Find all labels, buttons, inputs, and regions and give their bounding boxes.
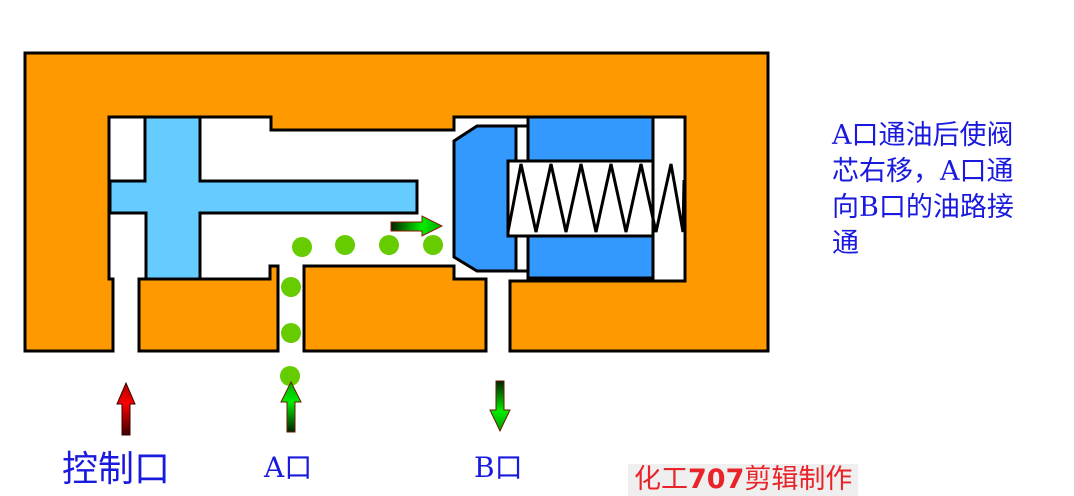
valve-body (23, 51, 770, 353)
oil-flow-dots (280, 235, 443, 386)
description-line: 通 (832, 228, 859, 259)
description-line: A口通油后使阀 (832, 120, 1014, 151)
spring (506, 159, 686, 238)
credit-prefix: 化工 (634, 464, 688, 495)
b-port-arrow-icon (489, 380, 511, 433)
control-piston (108, 115, 419, 281)
a-port-label: A口 (264, 451, 313, 484)
description-text: A口通油后使阀 芯右移，A口通 向B口的油路接 通 (832, 118, 1072, 262)
credit-suffix: 剪辑制作 (744, 464, 853, 495)
control-port-arrow-icon (116, 381, 136, 436)
description-line: 向B口的油路接 (832, 192, 1014, 223)
control-port-label: 控制口 (62, 449, 171, 490)
credit-number: 707 (688, 464, 745, 495)
a-port-arrow-icon (280, 380, 302, 433)
flow-right-arrow-icon (390, 215, 444, 237)
b-port-label: B口 (474, 451, 523, 484)
description-line: 芯右移，A口通 (832, 156, 1014, 187)
credit-watermark: 化工707剪辑制作 (628, 464, 859, 496)
